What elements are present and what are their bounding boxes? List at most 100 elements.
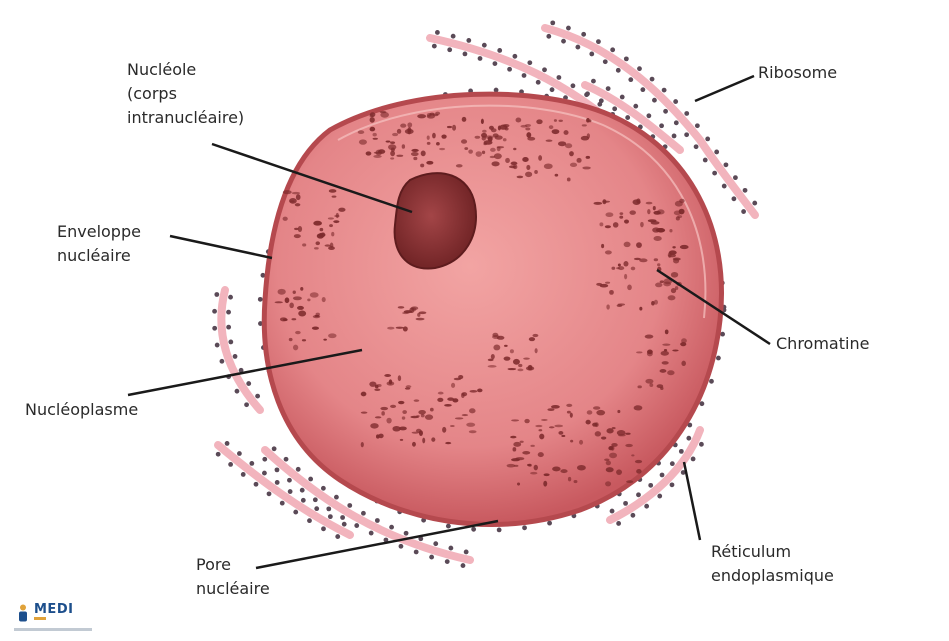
chromatin-speck	[283, 217, 288, 221]
ribosome-dot	[404, 531, 409, 536]
chromatin-speck	[563, 130, 568, 135]
label-ribosome: Ribosome	[758, 61, 837, 85]
chromatin-speck	[517, 369, 523, 372]
chromatin-speck	[294, 228, 299, 230]
chromatin-speck	[481, 119, 484, 124]
label-enveloppe-line1: Enveloppe	[57, 220, 141, 244]
ribosome-dot	[571, 83, 576, 88]
ribosome-dot	[432, 44, 437, 49]
chromatin-speck	[370, 117, 375, 123]
chromatin-speck	[620, 212, 624, 215]
chromatin-speck	[513, 442, 521, 447]
label-enveloppe-line2: nucléaire	[57, 244, 141, 268]
chromatin-speck	[300, 287, 303, 291]
ribosome-dot	[314, 506, 319, 511]
chromatin-speck	[660, 369, 667, 373]
ribosome-dot	[447, 47, 452, 52]
chromatin-speck	[387, 327, 394, 330]
chromatin-speck	[373, 138, 378, 140]
chromatin-speck	[634, 405, 643, 410]
chromatin-speck	[410, 416, 419, 418]
chromatin-speck	[375, 150, 382, 156]
chromatin-speck	[491, 161, 499, 166]
chromatin-speck	[296, 194, 301, 200]
chromatin-speck	[289, 198, 297, 204]
chromatin-speck	[504, 357, 511, 361]
chromatin-speck	[530, 445, 534, 447]
ribosome-dot	[482, 43, 487, 48]
ribosome-dot	[212, 309, 217, 314]
chromatin-speck	[338, 208, 345, 212]
ribosome-dot	[599, 98, 604, 103]
chromatin-speck	[427, 142, 431, 145]
chromatin-speck	[275, 301, 283, 303]
ribosome-dot	[493, 61, 498, 66]
chromatin-speck	[527, 464, 531, 466]
ribosome-dot	[722, 184, 727, 189]
chromatin-speck	[567, 178, 571, 182]
chromatin-speck	[535, 348, 538, 353]
chromatin-speck	[359, 139, 367, 144]
chromatin-speck	[375, 416, 382, 418]
chromatin-speck	[680, 245, 689, 249]
ribosome-dot	[703, 158, 708, 163]
ribosome-dot	[720, 332, 725, 337]
chromatin-speck	[511, 162, 518, 166]
chromatin-speck	[576, 158, 581, 163]
chromatin-speck	[609, 290, 614, 295]
chromatin-speck	[549, 426, 555, 428]
chromatin-speck	[322, 297, 326, 302]
ribosome-dot	[369, 531, 374, 536]
chromatin-speck	[420, 164, 424, 168]
chromatin-speck	[462, 117, 467, 122]
chromatin-speck	[520, 441, 524, 443]
chromatin-speck	[386, 141, 391, 143]
ribosome-dot	[321, 526, 326, 531]
ribosome-dot	[596, 39, 601, 44]
chromatin-speck	[431, 437, 435, 441]
chromatin-speck	[466, 423, 475, 427]
chromatin-speck	[661, 351, 669, 356]
chromatin-speck	[539, 434, 544, 440]
ribosome-dot	[216, 452, 221, 457]
ribosome-dot	[445, 559, 450, 564]
ribosome-dot	[326, 506, 331, 511]
chromatin-speck	[445, 442, 451, 444]
chromatin-speck	[289, 303, 294, 309]
chromatin-speck	[596, 410, 605, 415]
chromatin-speck	[560, 469, 567, 473]
ribosome-dot	[284, 457, 289, 462]
label-ribosome-line1: Ribosome	[758, 61, 837, 85]
chromatin-speck	[488, 136, 493, 141]
label-chromatine-line1: Chromatine	[776, 332, 869, 356]
chromatin-speck	[437, 398, 443, 402]
chromatin-speck	[609, 453, 617, 459]
chromatin-speck	[387, 381, 395, 385]
ribosome-dot	[694, 144, 699, 149]
chromatin-speck	[312, 326, 319, 329]
chromatin-speck	[505, 158, 510, 163]
chromatin-speck	[654, 258, 658, 261]
chromatin-speck	[645, 335, 654, 339]
ribosome-dot	[556, 75, 561, 80]
chromatin-speck	[524, 419, 529, 423]
chromatin-speck	[579, 440, 583, 445]
label-nucleole-line3: intranucléaire)	[127, 106, 244, 130]
ribosome-dot	[631, 513, 636, 518]
ribosome-dot	[241, 472, 246, 477]
chromatin-speck	[526, 132, 531, 138]
chromatin-speck	[522, 157, 528, 162]
ribosome-dot	[752, 201, 757, 206]
chromatin-speck	[647, 350, 653, 355]
chromatin-speck	[679, 209, 685, 215]
chromatin-speck	[636, 351, 642, 353]
ribosome-dot	[226, 325, 231, 330]
chromatin-speck	[452, 125, 456, 131]
chromatin-speck	[530, 472, 537, 475]
chromatin-speck	[438, 392, 444, 395]
chromatin-speck	[430, 408, 434, 412]
chromatin-speck	[291, 318, 296, 320]
ribosome-dot	[478, 56, 483, 61]
ribosome-dot	[522, 73, 527, 78]
chromatin-speck	[412, 442, 416, 447]
